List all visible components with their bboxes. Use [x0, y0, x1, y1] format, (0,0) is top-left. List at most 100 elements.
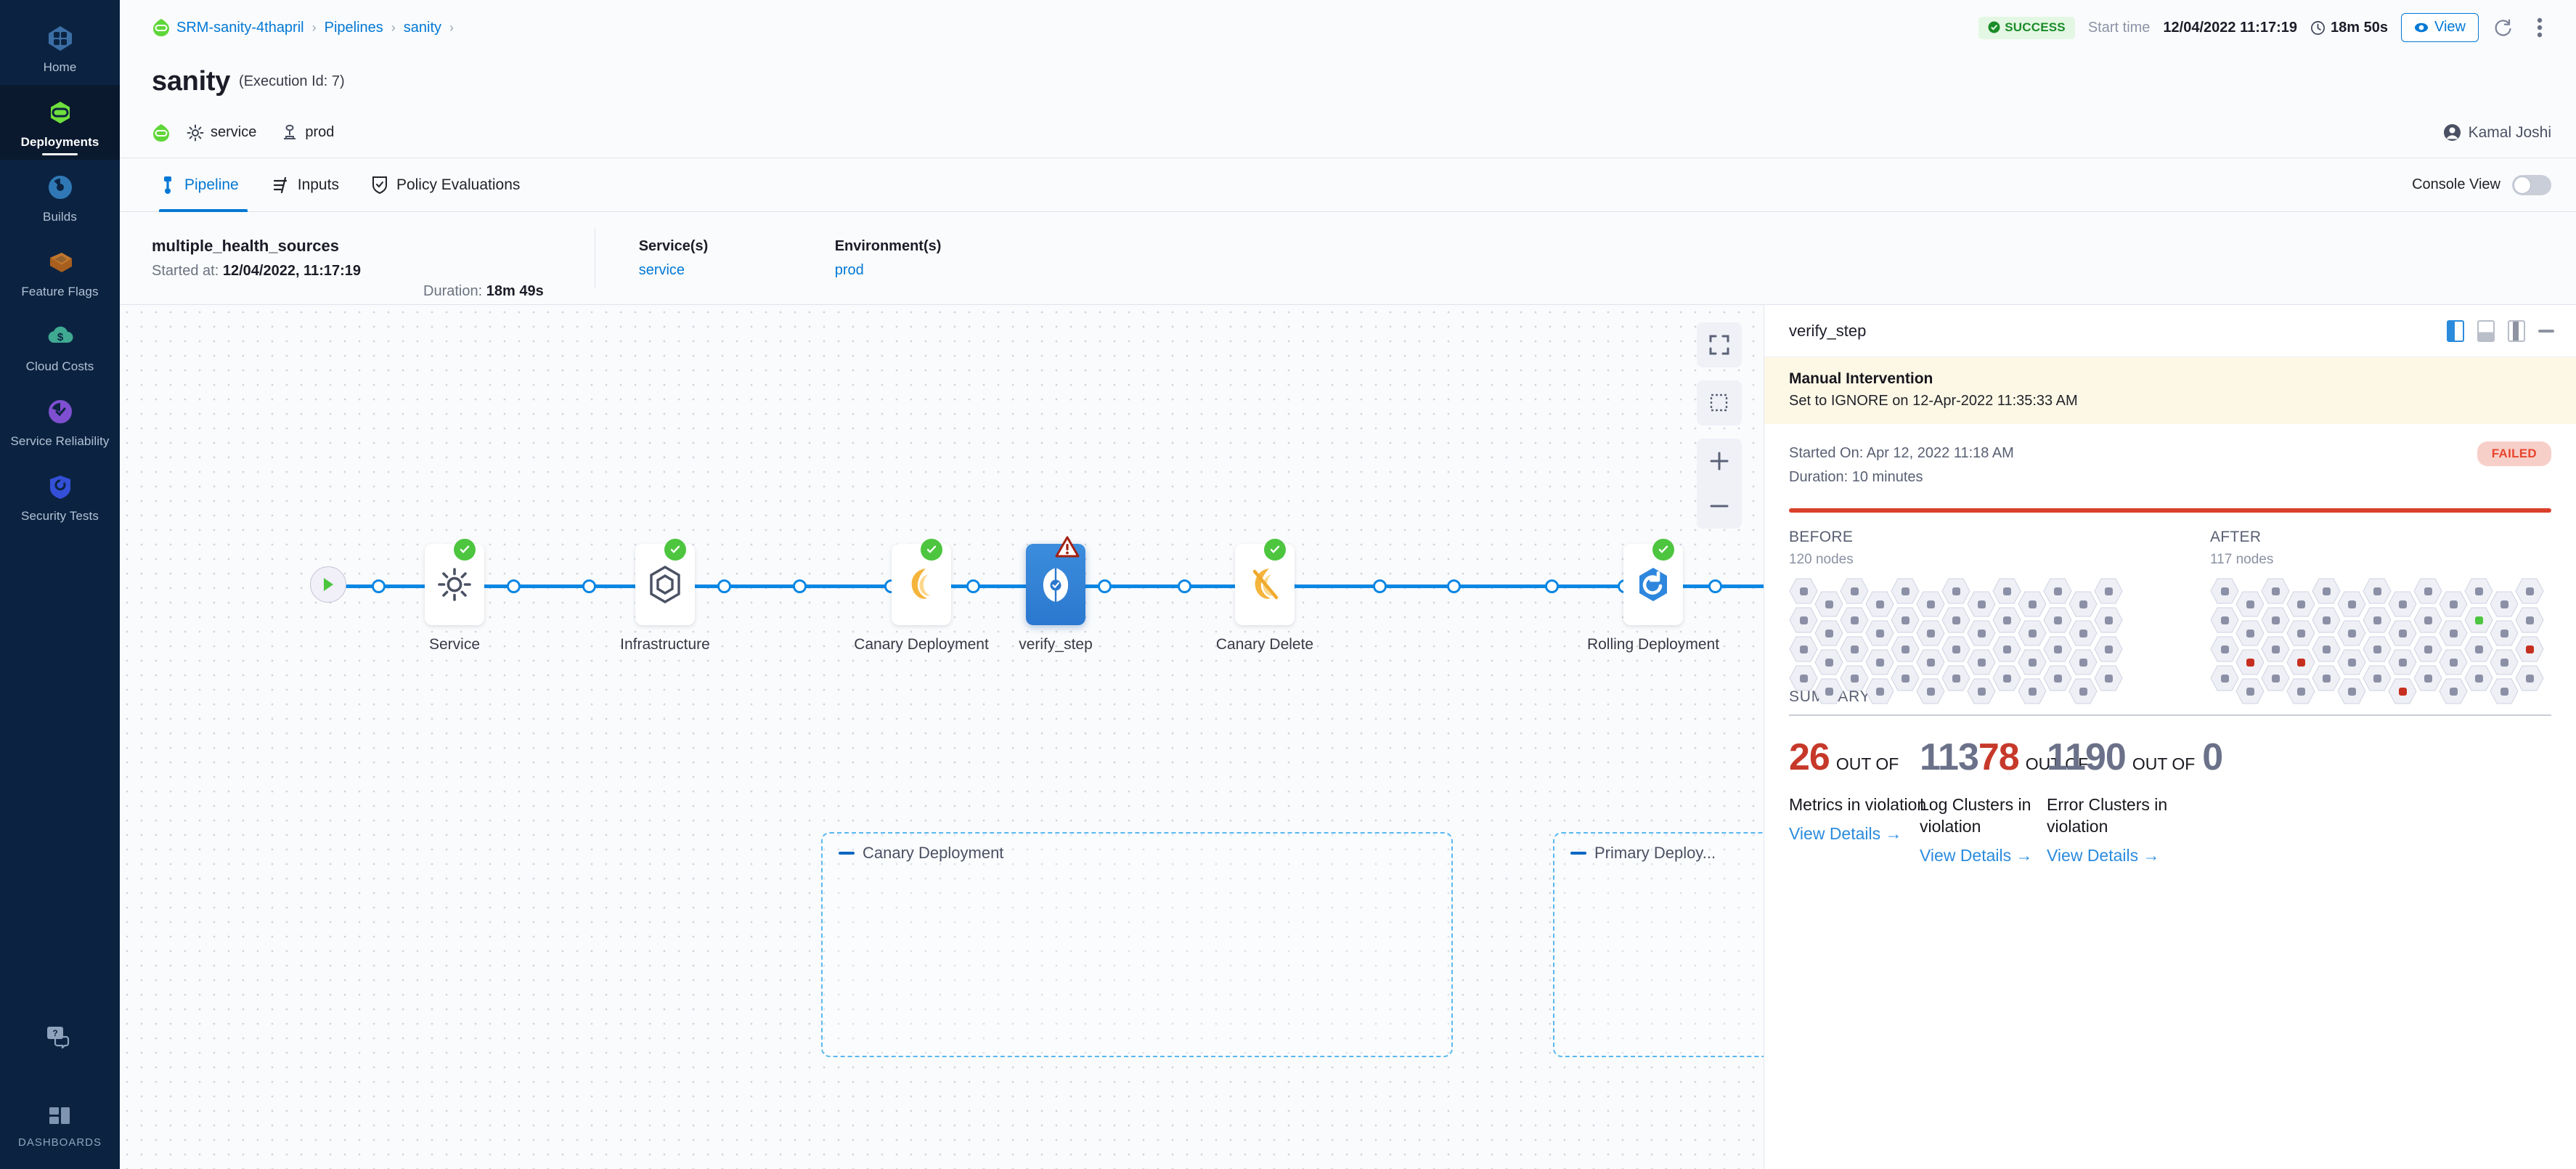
zoom-in-button[interactable]	[1697, 439, 1742, 484]
heatmap-node[interactable]	[1814, 649, 1843, 675]
heatmap-node[interactable]	[1992, 578, 2021, 604]
heatmap-node[interactable]	[1967, 678, 1996, 704]
pipeline-node-infrastructure[interactable]	[635, 544, 695, 625]
heatmap-node[interactable]	[2043, 578, 2072, 604]
heatmap-node[interactable]	[2490, 591, 2519, 617]
heatmap-node[interactable]	[2068, 620, 2098, 646]
sidebar-item-cloud-costs[interactable]: $ Cloud Costs	[0, 309, 120, 384]
fit-screen-button[interactable]	[1697, 322, 1742, 367]
heatmap-node[interactable]	[2363, 665, 2392, 691]
sidebar-item-builds[interactable]: Builds	[0, 160, 120, 235]
pipeline-node-service[interactable]	[425, 544, 484, 625]
heatmap-node[interactable]	[2464, 636, 2493, 662]
heatmap-node[interactable]	[2439, 649, 2468, 675]
heatmap-node[interactable]	[2235, 649, 2265, 675]
heatmap-node[interactable]	[1941, 607, 1970, 633]
heatmap-node[interactable]	[2286, 678, 2315, 704]
heatmap-node[interactable]	[2388, 620, 2417, 646]
pipeline-node-verify-step[interactable]	[1026, 544, 1085, 625]
heatmap-node[interactable]	[1840, 607, 1869, 633]
zoom-out-button[interactable]	[1697, 484, 1742, 529]
heatmap-node[interactable]	[2413, 578, 2442, 604]
layout-split-left-icon[interactable]	[2447, 319, 2464, 342]
tab-policy-evaluations[interactable]: Policy Evaluations	[355, 158, 536, 211]
help-button[interactable]: ?	[0, 1025, 120, 1104]
heatmap-node[interactable]	[2068, 649, 2098, 675]
layout-split-center-icon[interactable]	[2508, 319, 2525, 342]
heatmap-node[interactable]	[2388, 678, 2417, 704]
heatmap-node[interactable]	[1789, 636, 1818, 662]
collapse-dash-icon[interactable]	[1570, 852, 1586, 855]
heatmap-node[interactable]	[1814, 678, 1843, 704]
heatmap-node[interactable]	[2018, 591, 2047, 617]
service-chip[interactable]: service	[187, 124, 256, 142]
heatmap-node[interactable]	[1814, 591, 1843, 617]
heatmap-node[interactable]	[2094, 578, 2123, 604]
heatmap-node[interactable]	[2312, 636, 2341, 662]
heatmap-node[interactable]	[2261, 636, 2290, 662]
heatmap-node[interactable]	[2464, 607, 2493, 633]
tab-inputs[interactable]: Inputs	[255, 158, 355, 211]
heatmap-node[interactable]	[1840, 665, 1869, 691]
more-options-button[interactable]	[2528, 16, 2551, 39]
heatmap-node[interactable]	[2286, 620, 2315, 646]
metric-view-details-link[interactable]: View Details →	[2047, 846, 2160, 865]
heatmap-node[interactable]	[2515, 665, 2544, 691]
heatmap-node[interactable]	[2337, 678, 2366, 704]
heatmap-node[interactable]	[2235, 620, 2265, 646]
heatmap-node[interactable]	[2286, 649, 2315, 675]
heatmap-node[interactable]	[1941, 665, 1970, 691]
heatmap-node[interactable]	[1916, 620, 1945, 646]
heatmap-node[interactable]	[2210, 607, 2239, 633]
breadcrumb-item-project[interactable]: SRM-sanity-4thapril	[176, 19, 304, 36]
heatmap-node[interactable]	[2018, 620, 2047, 646]
heatmap-node[interactable]	[2439, 620, 2468, 646]
heatmap-node[interactable]	[2337, 591, 2366, 617]
heatmap-node[interactable]	[2515, 578, 2544, 604]
heatmap-node[interactable]	[2363, 636, 2392, 662]
heatmap-node[interactable]	[1941, 636, 1970, 662]
metric-view-details-link[interactable]: View Details →	[1920, 846, 2033, 865]
heatmap-node[interactable]	[1916, 678, 1945, 704]
heatmap-node[interactable]	[1916, 649, 1945, 675]
heatmap-node[interactable]	[2094, 636, 2123, 662]
heatmap-node[interactable]	[2464, 578, 2493, 604]
heatmap-node[interactable]	[2312, 665, 2341, 691]
sidebar-item-service-reliability[interactable]: Service Reliability	[0, 384, 120, 459]
heatmap-node[interactable]	[1789, 578, 1818, 604]
environments-value[interactable]: prod	[834, 261, 864, 278]
group-primary-deployment[interactable]: Primary Deploy...	[1553, 832, 1764, 1057]
pipeline-node-canary-deployment[interactable]	[892, 544, 951, 625]
heatmap-node[interactable]	[1814, 620, 1843, 646]
heatmap-node[interactable]	[1789, 607, 1818, 633]
heatmap-node[interactable]	[1992, 665, 2021, 691]
heatmap-node[interactable]	[2261, 607, 2290, 633]
heatmap-node[interactable]	[2235, 591, 2265, 617]
heatmap-node[interactable]	[1967, 591, 1996, 617]
heatmap-node[interactable]	[2210, 578, 2239, 604]
heatmap-node[interactable]	[2018, 678, 2047, 704]
heatmap-node[interactable]	[1865, 649, 1894, 675]
sidebar-item-security-tests[interactable]: Security Tests	[0, 459, 120, 534]
layout-split-bottom-icon[interactable]	[2477, 319, 2495, 342]
heatmap-node[interactable]	[2286, 591, 2315, 617]
services-value[interactable]: service	[638, 261, 685, 278]
heatmap-node[interactable]	[2312, 578, 2341, 604]
heatmap-node[interactable]	[2094, 665, 2123, 691]
pipeline-start-node[interactable]	[310, 566, 346, 603]
heatmap-node[interactable]	[1865, 678, 1894, 704]
view-button[interactable]: View	[2401, 13, 2479, 42]
console-view-switch[interactable]	[2512, 174, 2551, 195]
heatmap-node[interactable]	[2043, 607, 2072, 633]
heatmap-node[interactable]	[1891, 636, 1920, 662]
heatmap-node[interactable]	[1941, 578, 1970, 604]
select-area-button[interactable]	[1697, 380, 1742, 425]
sidebar-item-feature-flags[interactable]: Feature Flags	[0, 235, 120, 309]
heatmap-node[interactable]	[1865, 591, 1894, 617]
heatmap-node[interactable]	[2235, 678, 2265, 704]
heatmap-node[interactable]	[2261, 578, 2290, 604]
heatmap-node[interactable]	[2515, 607, 2544, 633]
heatmap-node[interactable]	[2388, 591, 2417, 617]
heatmap-node[interactable]	[2337, 649, 2366, 675]
heatmap-node[interactable]	[2068, 678, 2098, 704]
